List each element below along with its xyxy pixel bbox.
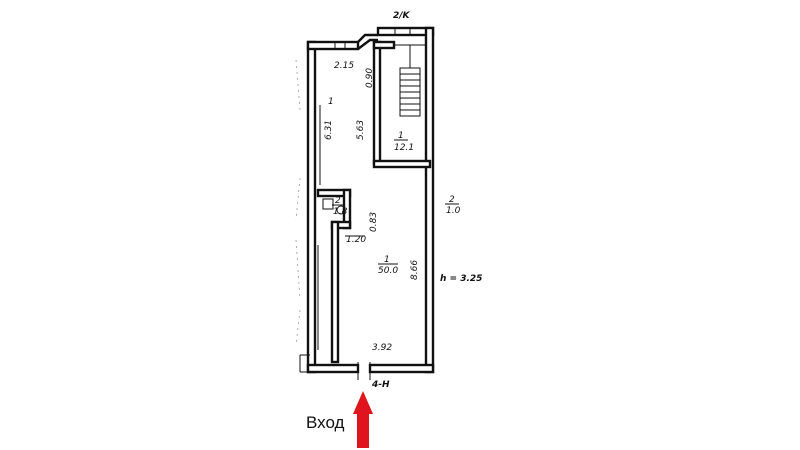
dim-2-15: 2.15 [334, 61, 354, 71]
outside-room-area: 1.0 [446, 206, 461, 216]
entrance-label: Вход [306, 413, 345, 432]
stair-room-tag: 1 12.1 [394, 131, 414, 153]
outside-room-number: 2 [449, 195, 455, 205]
main-room-tag: 1 50.0 [378, 255, 398, 276]
main-room-area: 50.0 [378, 266, 398, 276]
outer-walls [306, 26, 435, 374]
facade-dashed-lines [295, 59, 301, 346]
stair-room-area: 12.1 [394, 143, 414, 153]
top-label: 2/K [393, 11, 411, 21]
dim-3-92: 3.92 [372, 343, 392, 353]
wc-area: 1.8 [333, 207, 348, 217]
entrance-arrow [353, 391, 373, 448]
staircase [395, 44, 425, 117]
dim-1-20: 1.20 [346, 235, 366, 245]
ceiling-height: h = 3.25 [440, 274, 482, 284]
stair-room-walls [372, 40, 432, 169]
room-label-left: 1 [328, 97, 334, 107]
wc-block [316, 188, 365, 364]
dim-0-90: 0.90 [365, 68, 375, 88]
dim-8-66: 8.66 [410, 260, 420, 280]
outside-room-tag: 2 1.0 [445, 195, 461, 216]
stair-room-number: 1 [398, 131, 404, 141]
main-room-number: 1 [384, 255, 390, 265]
dim-0-83: 0.83 [369, 212, 379, 232]
wc-number: 2 [335, 196, 341, 206]
dim-5-63: 5.63 [356, 120, 366, 140]
wc-tag: 2 1.8 [332, 196, 348, 217]
facade-windows [299, 28, 411, 373]
dim-6-31: 6.31 [324, 120, 334, 140]
bottom-label: 4-H [371, 380, 390, 390]
entrance-gap [357, 362, 371, 380]
